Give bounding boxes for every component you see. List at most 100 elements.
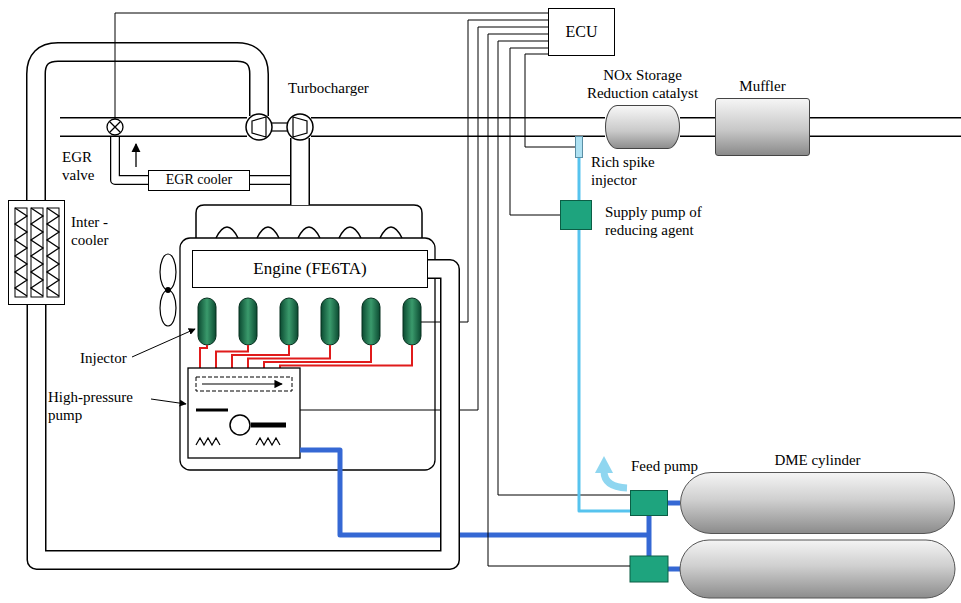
flow-arrow — [135, 144, 136, 167]
fan-hub — [165, 287, 171, 293]
part-label: Turbocharger — [288, 79, 369, 97]
cooler-core — [15, 208, 27, 297]
intercooler-box: Inter -cooler — [8, 200, 65, 305]
box-label: Engine (FE6TA) — [253, 259, 366, 279]
leader-line — [151, 399, 186, 404]
turbo-shaft — [271, 123, 288, 131]
fan-blade — [160, 290, 176, 326]
ecu-box: ECU — [548, 8, 615, 56]
catalyst-box: NOx Storage Reduction catalyst — [605, 105, 680, 149]
part-label: NOx Storage Reduction catalyst — [579, 66, 707, 102]
injector-symbol — [403, 298, 421, 345]
pump-spring — [196, 438, 220, 445]
intake-pipe — [36, 52, 259, 200]
fuel-line — [668, 567, 680, 572]
injector-box: Rich spike injector — [575, 136, 583, 158]
part-label: High-pressure pump — [48, 388, 148, 424]
reductant-line — [579, 230, 630, 511]
reductant-line — [579, 158, 580, 200]
cylinder-box: DME cylinder — [680, 472, 955, 534]
signal-wire — [510, 48, 560, 215]
egr-pipe — [115, 134, 148, 180]
part-label: Injector — [80, 349, 127, 367]
exhaust-pipe — [680, 119, 715, 136]
exhaust-pipe — [810, 117, 961, 137]
engine-box: Engine (FE6TA) — [192, 250, 428, 288]
feed-pump-symbol — [630, 556, 668, 582]
cooler-box: EGR cooler — [148, 170, 250, 191]
box-label: ECU — [566, 22, 598, 41]
intake-pipe — [37, 269, 451, 560]
engine-outline — [180, 238, 435, 470]
fuel-line — [668, 501, 680, 506]
fuel-line — [300, 450, 649, 535]
turbine-blade — [293, 117, 307, 137]
cooler-core — [31, 208, 43, 297]
reductant-line — [579, 230, 630, 511]
pump-box: Supply pump of reducing agent — [560, 200, 592, 230]
egr-valve-symbol — [110, 122, 121, 133]
cooler-fin — [15, 208, 27, 296]
injector-symbol — [280, 298, 298, 345]
high-pressure-line — [280, 345, 412, 368]
turbine-wheel — [287, 114, 313, 140]
pump-detail — [251, 423, 286, 428]
leader-line — [132, 329, 195, 357]
fuel-line — [668, 503, 680, 504]
intake-pipe — [37, 269, 451, 560]
reductant-line — [578, 158, 581, 200]
injector-symbol — [239, 298, 257, 345]
injector-symbol — [198, 298, 216, 345]
cooler-fin — [47, 208, 59, 296]
compressor-wheel — [246, 114, 272, 140]
pump-detail — [230, 415, 250, 435]
part-label: Inter -cooler — [71, 213, 129, 249]
manifold — [196, 205, 422, 238]
egr-valve-symbol — [107, 119, 123, 135]
cooler-fin — [31, 208, 43, 296]
egr-pipe — [250, 175, 290, 185]
signal-wire — [525, 54, 575, 147]
high-pressure-line — [200, 345, 207, 368]
part-label: EGR valve — [62, 148, 107, 184]
exhaust-pipe — [680, 127, 715, 128]
pump-detail — [196, 377, 292, 391]
muffler-box: Muffler — [715, 98, 810, 156]
pump-spring — [256, 438, 280, 445]
part-label: Rich spike injector — [591, 153, 663, 189]
signal-wire — [115, 13, 548, 119]
part-label: Feed pump — [631, 457, 698, 475]
compressor-blade — [252, 117, 266, 137]
exhaust-pipe — [311, 117, 605, 137]
cooler-core — [47, 208, 59, 297]
dme-cylinder-symbol — [680, 540, 955, 598]
manifold-runner — [216, 227, 402, 238]
pump-body — [188, 368, 300, 458]
signal-wire — [510, 48, 560, 215]
pump-detail — [196, 409, 228, 412]
exhaust-pipe — [292, 138, 309, 205]
exhaust-pipe — [311, 119, 605, 136]
intake-pipe — [60, 119, 247, 136]
exhaust-pipe — [290, 138, 310, 205]
signal-wire — [525, 54, 575, 147]
flow-arrow — [595, 456, 613, 473]
egr-pipe — [250, 176, 290, 184]
injector-symbol — [321, 298, 339, 345]
part-label: DME cylinder — [774, 451, 860, 469]
fuel-line — [647, 516, 652, 556]
part-label: Supply pump of reducing agent — [605, 203, 723, 239]
intake-pipe — [60, 117, 247, 137]
egr-pipe — [115, 134, 148, 180]
exhaust-pipe — [810, 119, 961, 136]
flow-arrow — [604, 471, 627, 488]
fan-blade — [160, 254, 176, 290]
part-label: Muffler — [739, 77, 785, 95]
intake-pipe — [37, 269, 451, 560]
pump-detail — [202, 383, 282, 384]
injector-symbol — [362, 298, 380, 345]
intake-pipe — [36, 52, 259, 200]
pump-box: Feed pump — [630, 490, 668, 516]
box-label: EGR cooler — [166, 172, 232, 189]
exhaust-pipe — [680, 117, 715, 137]
